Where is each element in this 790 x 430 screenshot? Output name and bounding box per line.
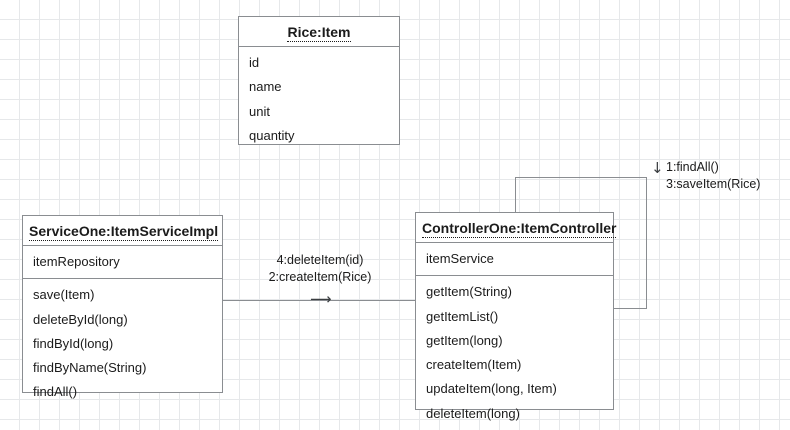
uml-operation-row: findById(long) bbox=[33, 335, 114, 351]
uml-operations-compartment: getItem(String) getItemList() getItem(lo… bbox=[416, 275, 613, 430]
message-label-line: 1:findAll() bbox=[666, 160, 719, 174]
uml-attribute-row: itemRepository bbox=[33, 254, 120, 269]
uml-operation-row: createItem(Item) bbox=[426, 357, 522, 373]
uml-operations-compartment: save(Item) deleteById(long) findById(lon… bbox=[23, 278, 222, 408]
message-label-controller-to-service: 4:deleteItem(id) 2:createItem(Rice) bbox=[250, 252, 390, 286]
message-label-line: 2:createItem(Rice) bbox=[268, 269, 372, 284]
uml-object-rice-item[interactable]: Rice:Item id name unit quantity bbox=[238, 16, 400, 145]
uml-operation-row: deleteById(long) bbox=[33, 311, 128, 327]
uml-object-title-text: ControllerOne:ItemController bbox=[422, 220, 617, 238]
self-link-segment-bottom bbox=[613, 308, 647, 309]
self-link-segment-top bbox=[515, 177, 647, 178]
uml-object-title: ControllerOne:ItemController bbox=[416, 213, 617, 242]
uml-attribute-row: itemService bbox=[426, 251, 494, 266]
uml-attribute-row: id bbox=[249, 55, 260, 70]
uml-attribute-row: unit bbox=[249, 103, 270, 119]
uml-object-title: ServiceOne:ItemServiceImpl bbox=[23, 216, 222, 245]
message-label-line: 4:deleteItem(id) bbox=[276, 253, 364, 267]
uml-operation-row: getItemList() bbox=[426, 308, 499, 324]
uml-operation-row: updateItem(long, Item) bbox=[426, 381, 557, 397]
uml-object-controller-one[interactable]: ControllerOne:ItemController itemService… bbox=[415, 212, 617, 421]
uml-operation-row: getItem(String) bbox=[426, 284, 512, 300]
self-message-arrow-icon: ↓ bbox=[651, 159, 664, 177]
uml-operation-row: save(Item) bbox=[33, 287, 95, 303]
uml-object-title-text: ServiceOne:ItemServiceImpl bbox=[29, 223, 219, 241]
uml-attribute-row: quantity bbox=[249, 127, 295, 143]
uml-object-title: Rice:Item bbox=[239, 17, 399, 46]
self-link-segment-left bbox=[515, 177, 516, 213]
message-arrow-icon: ⟶ bbox=[310, 290, 332, 308]
uml-operation-row: findAll() bbox=[33, 384, 78, 400]
uml-object-service-one[interactable]: ServiceOne:ItemServiceImpl itemRepositor… bbox=[22, 215, 223, 399]
message-label-line: 3:saveItem(Rice) bbox=[666, 176, 761, 191]
link-service-controller bbox=[223, 300, 415, 301]
uml-object-title-text: Rice:Item bbox=[287, 24, 351, 42]
message-label-controller-self: 1:findAll() 3:saveItem(Rice) bbox=[666, 159, 760, 193]
uml-attributes-compartment: id name unit quantity bbox=[239, 46, 399, 152]
uml-attributes-compartment: itemRepository bbox=[23, 245, 222, 278]
self-link-segment-right bbox=[646, 177, 647, 309]
uml-operation-row: findByName(String) bbox=[33, 360, 147, 376]
uml-attributes-compartment: itemService bbox=[416, 242, 613, 275]
uml-attribute-row: name bbox=[249, 79, 282, 95]
uml-operation-row: getItem(long) bbox=[426, 332, 503, 348]
uml-operation-row: deleteItem(long) bbox=[426, 405, 520, 421]
